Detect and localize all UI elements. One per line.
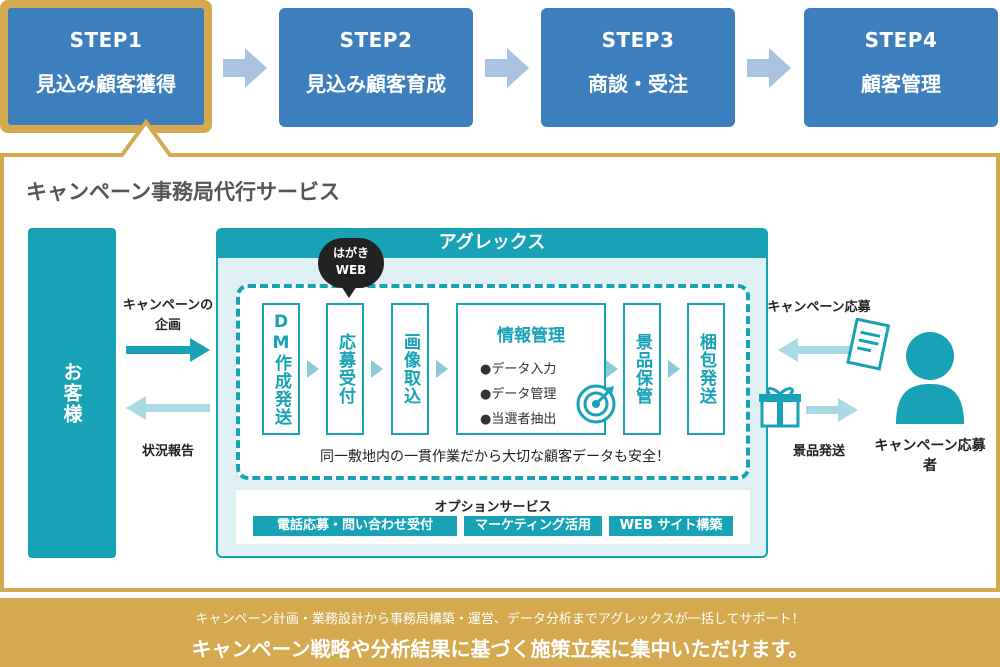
arrow-right-icon [747,48,791,88]
chevron-right-icon [371,360,383,378]
arrow-right-icon [806,398,858,422]
step4-box[interactable]: STEP4 顧客管理 [804,8,998,127]
apply-box[interactable]: 応募受付 [326,303,364,435]
arrow-right-icon [223,48,267,88]
step4-number: STEP4 [864,28,938,52]
step3-box[interactable]: STEP3 商談・受注 [541,8,735,127]
company-name: アグレックス [438,232,546,253]
arrow-left-icon [778,338,852,362]
step4-label: 顧客管理 [861,72,941,96]
info-item: ●データ入力 [480,362,557,377]
step2-label: 見込み顧客育成 [306,72,446,96]
packing-box[interactable]: 梱包発送 [687,303,725,435]
chevron-right-icon [436,360,448,378]
info-item: ●データ管理 [480,387,557,402]
step1-label: 見込み顧客獲得 [36,72,176,96]
info-box[interactable]: 情報管理 ●データ入力 ●データ管理 ●当選者抽出 [456,303,606,435]
arrow-right-icon [126,338,210,362]
dm-box[interactable]: DM作成発送 [262,303,300,435]
options-title: オプションサービス [434,500,552,515]
company-header: アグレックス [216,228,768,258]
customer-label: お客様 [60,361,83,425]
step3-number: STEP3 [601,28,675,52]
info-title: 情報管理 [497,326,565,346]
chevron-right-icon [307,360,319,378]
person-icon [896,332,964,424]
bubble-tail [341,286,357,298]
step2-box[interactable]: STEP2 見込み顧客育成 [279,8,473,127]
footer-banner: キャンペーン計画・業務設計から事務局構築・運営、データ分析までアグレックスが一括… [0,598,1000,667]
storage-box[interactable]: 景品保管 [623,303,661,435]
section-title: キャンペーン事務局代行サービス [26,180,340,204]
plan-label: キャンペーンの企画 [122,298,214,333]
website-option-button[interactable]: WEB サイト構築 [609,516,733,536]
chevron-right-icon [668,360,680,378]
step1-number: STEP1 [69,28,143,52]
applicant-label: キャンペーン応募者 [874,438,986,474]
gift-box-icon [759,387,801,428]
footer-line1: キャンペーン計画・業務設計から事務局構築・運営、データ分析までアグレックスが一括… [195,612,805,627]
step2-number: STEP2 [339,28,413,52]
chevron-right-icon [606,360,618,378]
scan-box[interactable]: 画像取込 [391,303,429,435]
info-item: ●当選者抽出 [480,412,557,427]
step1-box[interactable]: STEP1 見込み顧客獲得 [8,8,204,125]
phone-option-button[interactable]: 電話応募・問い合わせ受付 [253,516,457,536]
footer-line2: キャンペーン戦略や分析結果に基づく施策立案に集中いただけます。 [191,637,809,661]
application-form-icon [846,318,890,371]
customer-box[interactable]: お客様 [28,228,116,558]
target-icon [576,384,616,424]
report-label: 状況報告 [141,444,194,459]
postcard-web-bubble: はがきWEB [318,238,384,288]
step3-label: 商談・受注 [588,72,688,96]
arrow-right-icon [485,48,529,88]
apply-label: キャンペーン応募 [767,300,871,315]
safety-note: 同一敷地内の一貫作業だから大切な顧客データも安全！ [320,449,670,465]
marketing-option-button[interactable]: マーケティング活用 [464,516,602,536]
arrow-left-icon [126,396,210,420]
prize-label: 景品発送 [792,444,845,459]
